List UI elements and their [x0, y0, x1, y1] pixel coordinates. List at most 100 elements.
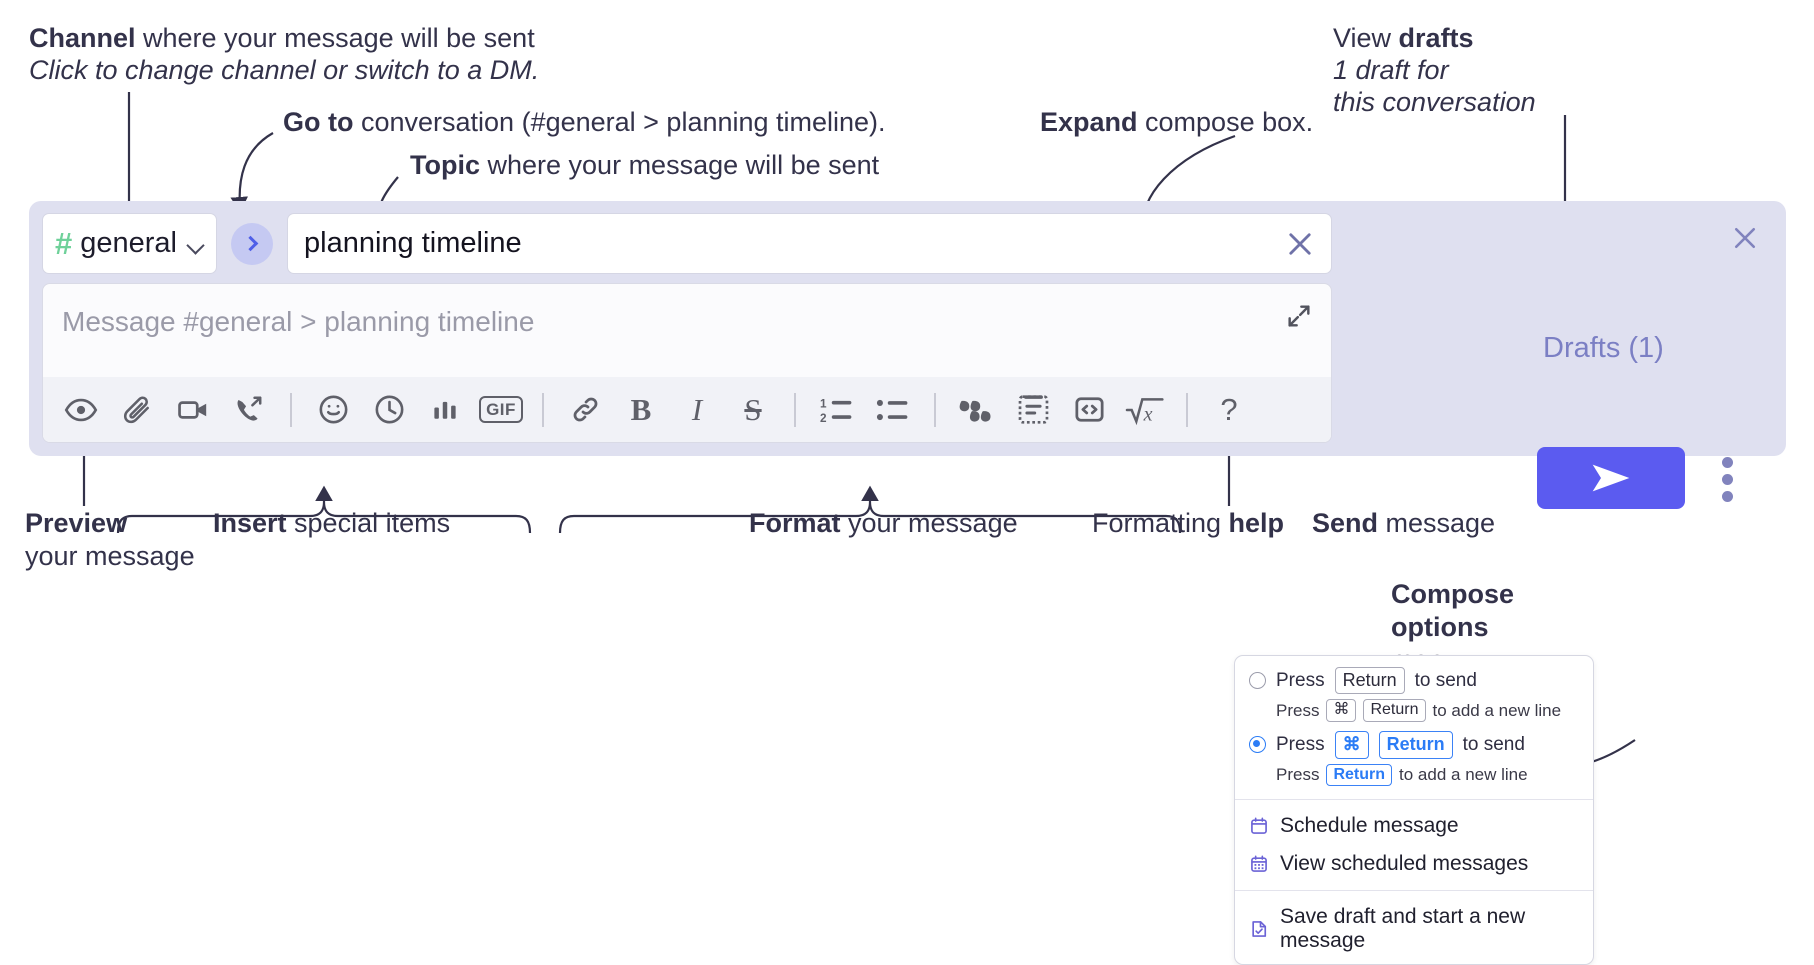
- poll-icon[interactable]: [417, 384, 473, 436]
- math-icon[interactable]: x: [1117, 384, 1173, 436]
- hash-icon: #: [55, 226, 73, 261]
- key-return: Return: [1363, 699, 1426, 723]
- toolbar-divider: [934, 392, 936, 427]
- radio-label-tail: to send: [1462, 733, 1525, 755]
- video-icon[interactable]: [165, 384, 221, 436]
- menu-radio-return-to-send[interactable]: Press Return to send: [1235, 664, 1593, 697]
- chevron-down-icon: [188, 239, 204, 249]
- sub-tail: to add a new line: [1399, 764, 1528, 784]
- radio-icon-selected[interactable]: [1249, 736, 1266, 754]
- strikethrough-icon[interactable]: S: [725, 384, 781, 436]
- compose-options-button[interactable]: [1707, 455, 1747, 503]
- gif-icon[interactable]: GIF: [473, 384, 529, 436]
- annotation-drafts-sub1: 1 draft for: [1333, 55, 1449, 85]
- toolbar-divider: [290, 392, 292, 427]
- strikethrough-label: S: [744, 391, 762, 427]
- menu-item-schedule-message[interactable]: Schedule message: [1235, 807, 1593, 845]
- compose-options-menu: Press Return to send Press ⌘ Return to a…: [1234, 655, 1594, 965]
- menu-divider: [1235, 799, 1593, 801]
- radio-label-press: Press: [1276, 733, 1325, 755]
- dot: [1721, 473, 1733, 485]
- dot: [1721, 490, 1733, 502]
- compose-inner: # general planning timeline Message #gen…: [42, 213, 1332, 443]
- annotation-goto: Go to conversation (#general > planning …: [283, 107, 886, 137]
- svg-text:x: x: [1143, 403, 1153, 425]
- italic-label: I: [691, 391, 703, 427]
- radio-label-tail: to send: [1414, 669, 1477, 691]
- clock-icon[interactable]: [361, 384, 417, 436]
- annotation-compose-options-1: Compose: [1391, 579, 1515, 609]
- close-icon[interactable]: [1722, 215, 1768, 261]
- drafts-link[interactable]: Drafts (1): [1543, 332, 1664, 364]
- menu-item-label: Schedule message: [1280, 814, 1459, 838]
- blockquote-icon[interactable]: [949, 384, 1005, 436]
- key-return: Return: [1378, 731, 1453, 759]
- annotation-topic: Topic where your message will be sent: [410, 150, 880, 180]
- message-input-area[interactable]: Message #general > planning timeline: [42, 283, 1332, 443]
- attachment-icon[interactable]: [109, 384, 165, 436]
- menu-item-label: Save draft and start a new message: [1280, 905, 1526, 953]
- menu-radio-cmd-return-to-send[interactable]: Press ⌘ Return to send: [1235, 728, 1593, 761]
- send-button[interactable]: [1537, 447, 1685, 509]
- goto-conversation-button[interactable]: [231, 222, 273, 265]
- clear-topic-icon[interactable]: [1277, 221, 1323, 267]
- expand-icon[interactable]: [1279, 296, 1319, 336]
- key-return: Return: [1334, 667, 1405, 695]
- svg-text:1: 1: [820, 397, 827, 410]
- send-icon: [1592, 464, 1630, 492]
- emoji-icon[interactable]: [305, 384, 361, 436]
- toolbar-divider: [1186, 392, 1188, 427]
- preview-icon[interactable]: [53, 384, 109, 436]
- key-cmd: ⌘: [1334, 731, 1369, 759]
- menu-item-view-scheduled-messages[interactable]: View scheduled messages: [1235, 845, 1593, 883]
- annotation-drafts-sub2: this conversation: [1333, 87, 1536, 117]
- menu-item-save-draft[interactable]: Save draft and start a new message: [1235, 898, 1593, 960]
- sub-press: Press: [1276, 764, 1320, 784]
- annotation-drafts: View drafts: [1333, 23, 1474, 53]
- radio-icon[interactable]: [1249, 672, 1266, 690]
- sub-tail: to add a new line: [1432, 700, 1562, 720]
- bullet-list-icon[interactable]: [865, 384, 921, 436]
- bold-label: B: [630, 391, 652, 427]
- annotation-preview-sub: your message: [25, 541, 195, 571]
- link-icon[interactable]: [557, 384, 613, 436]
- annotation-expand: Expand compose box.: [1040, 107, 1314, 137]
- phone-forward-icon[interactable]: [221, 384, 277, 436]
- annotation-send: Send message: [1312, 508, 1496, 538]
- calendar-icon: [1251, 817, 1267, 835]
- formatting-help-icon[interactable]: ?: [1201, 384, 1257, 436]
- annotation-insert: Insert special items: [213, 508, 451, 538]
- formatting-toolbar: GIF B I S: [43, 377, 1331, 442]
- menu-subtext-newline-2: Press Return to add a new line: [1235, 762, 1593, 793]
- italic-icon[interactable]: I: [669, 384, 725, 436]
- toolbar-divider: [794, 392, 796, 427]
- annotation-preview: Preview: [25, 508, 128, 538]
- ordered-list-icon[interactable]: 1 2: [809, 384, 865, 436]
- svg-text:2: 2: [820, 411, 827, 424]
- channel-selector[interactable]: # general: [42, 213, 217, 274]
- annotation-compose-options-2: options: [1391, 612, 1489, 642]
- inline-code-icon[interactable]: [1061, 384, 1117, 436]
- compose-header: # general planning timeline: [42, 213, 1332, 274]
- help-label: ?: [1220, 391, 1238, 427]
- radio-label-press: Press: [1276, 669, 1325, 691]
- calendar-grid-icon: [1251, 855, 1267, 873]
- annotation-channel-sub: Click to change channel or switch to a D…: [29, 55, 540, 85]
- chevron-right-icon: [242, 235, 258, 252]
- code-block-icon[interactable]: [1005, 384, 1061, 436]
- key-cmd: ⌘: [1326, 699, 1357, 723]
- sub-press: Press: [1276, 700, 1320, 720]
- annotation-help: Formatting help: [1092, 508, 1285, 538]
- compose-panel: # general planning timeline Message #gen…: [29, 201, 1786, 456]
- menu-subtext-newline-1: Press ⌘ Return to add a new line: [1235, 697, 1593, 728]
- topic-input[interactable]: planning timeline: [287, 213, 1332, 274]
- toolbar-divider: [542, 392, 544, 427]
- dot: [1721, 456, 1733, 468]
- save-draft-icon: [1252, 921, 1267, 938]
- annotation-format: Format your message: [749, 508, 1018, 538]
- gif-label: GIF: [479, 396, 523, 423]
- message-placeholder: Message #general > planning timeline: [62, 306, 535, 337]
- bold-icon[interactable]: B: [613, 384, 669, 436]
- channel-name: general: [80, 227, 177, 259]
- menu-divider: [1235, 890, 1593, 892]
